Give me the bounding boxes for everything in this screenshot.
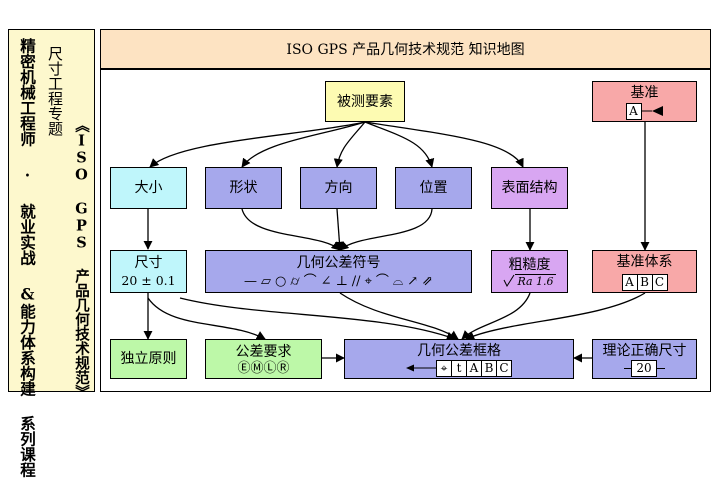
fcf-cell-datum-b: B [481, 359, 497, 377]
fcf-cell-tolerance: t [451, 359, 467, 377]
node-fcf-label: 几何公差框格 [417, 342, 501, 359]
datum-cell-b: B [636, 273, 653, 291]
profile-line-icon-2: ⌒ [375, 274, 389, 289]
node-orientation: 方向 [300, 167, 377, 209]
node-independence: 独立原则 [110, 339, 187, 379]
tec-frame: 20 [624, 359, 665, 377]
page-title: ISO GPS 产品几何技术规范 知识地图 [100, 29, 711, 69]
node-independence-label: 独立原则 [120, 351, 177, 367]
fcf-frame: ⌖ t A B C [406, 359, 512, 377]
node-fcf: 几何公差框格 ⌖ t A B C [344, 339, 574, 379]
node-size-label: 大小 [134, 180, 163, 196]
total-runout-icon: ⇗ [422, 274, 434, 289]
node-roughness-label: 粗糙度 [508, 256, 551, 273]
node-datum-label: 基准 [630, 84, 659, 101]
node-datum-system-label: 基准体系 [616, 253, 673, 270]
node-form-label: 形状 [229, 180, 258, 196]
tec-box: 20 [631, 359, 657, 377]
node-tol-requirements: 公差要求 Ⓔ Ⓜ Ⓛ Ⓡ [205, 339, 322, 379]
node-feature-label: 被测要素 [337, 93, 393, 110]
mmc-modifier-icon: Ⓜ [250, 360, 264, 376]
node-roughness-value: Ra 1.6 [515, 273, 556, 288]
reciprocity-modifier-icon: Ⓡ [276, 360, 290, 376]
series-title: 精密机械工程师 · 就业实战 &能力体系构建 系列课程 [18, 38, 37, 478]
node-form: 形状 [205, 167, 282, 209]
node-orientation-label: 方向 [324, 180, 353, 196]
straightness-icon: — [243, 274, 257, 289]
node-datum: 基准 A [592, 81, 697, 122]
gtol-symbol-row: — ▱ ○ ⌭ ⌒ ∠ ⊥ // ⌖ ⌒ ⌓ ↗ ⇗ [244, 275, 433, 289]
node-datum-system: 基准体系 A B C [592, 250, 697, 293]
datum-cell-c: C [651, 273, 668, 291]
node-dimension: 尺寸 20 ± 0.1 [110, 250, 187, 293]
fcf-leader-arrow-icon [406, 364, 436, 372]
perpendicularity-icon: ⊥ [335, 274, 348, 289]
cylindricity-icon: ⌭ [290, 274, 300, 289]
node-feature: 被测要素 [325, 81, 405, 122]
roughness-symbol: Ra 1.6 [503, 273, 556, 288]
node-tol-requirements-label: 公差要求 [235, 343, 292, 360]
tec-extension-right [657, 367, 665, 369]
envelope-modifier-icon: Ⓔ [237, 360, 251, 376]
fcf-cell-datum-a: A [466, 359, 482, 377]
circularity-icon: ○ [274, 274, 287, 289]
node-dimension-value: 20 ± 0.1 [121, 272, 176, 288]
series-panel: 精密机械工程师 · 就业实战 &能力体系构建 系列课程 尺寸工程专题 《ISO … [8, 29, 95, 478]
circular-runout-icon: ↗ [407, 274, 419, 289]
fcf-cell-position-icon: ⌖ [436, 359, 452, 377]
node-location: 位置 [395, 167, 472, 209]
datum-cell-a: A [621, 273, 638, 291]
flatness-icon: ▱ [260, 274, 271, 289]
node-size: 大小 [110, 167, 187, 209]
datum-triangle-icon [641, 106, 663, 116]
datum-tag: A [625, 102, 642, 120]
node-dimension-label: 尺寸 [134, 254, 163, 271]
node-gtol-symbols-label: 几何公差符号 [296, 255, 381, 271]
tec-extension-left [624, 367, 632, 369]
roughness-check-icon [504, 274, 515, 287]
position-icon: ⌖ [364, 274, 372, 289]
fcf-cells: ⌖ t A B C [436, 359, 512, 377]
datum-system-cells: A B C [621, 273, 668, 291]
node-gtol-symbols: 几何公差符号 — ▱ ○ ⌭ ⌒ ∠ ⊥ // ⌖ ⌒ ⌓ ↗ ⇗ [205, 250, 472, 293]
series-book: 《ISO GPS 产品几何技术规范》 [73, 118, 90, 399]
lmc-modifier-icon: Ⓛ [263, 360, 277, 376]
node-location-label: 位置 [419, 180, 448, 196]
datum-symbol: A [625, 102, 664, 120]
fcf-cell-datum-c: C [496, 359, 512, 377]
profile-surface-icon: ⌓ [392, 274, 404, 289]
modifier-row: Ⓔ Ⓜ Ⓛ Ⓡ [237, 361, 289, 376]
node-surface: 表面结构 [491, 167, 568, 209]
series-topic: 尺寸工程专题 [46, 46, 64, 136]
node-tec: 理论正确尺寸 20 [592, 339, 697, 379]
parallelism-icon: // [351, 274, 361, 289]
profile-line-icon: ⌒ [303, 274, 317, 289]
node-roughness: 粗糙度 Ra 1.6 [491, 250, 568, 293]
angularity-icon: ∠ [320, 274, 332, 289]
node-tec-label: 理论正确尺寸 [602, 342, 687, 359]
node-surface-label: 表面结构 [501, 180, 558, 196]
